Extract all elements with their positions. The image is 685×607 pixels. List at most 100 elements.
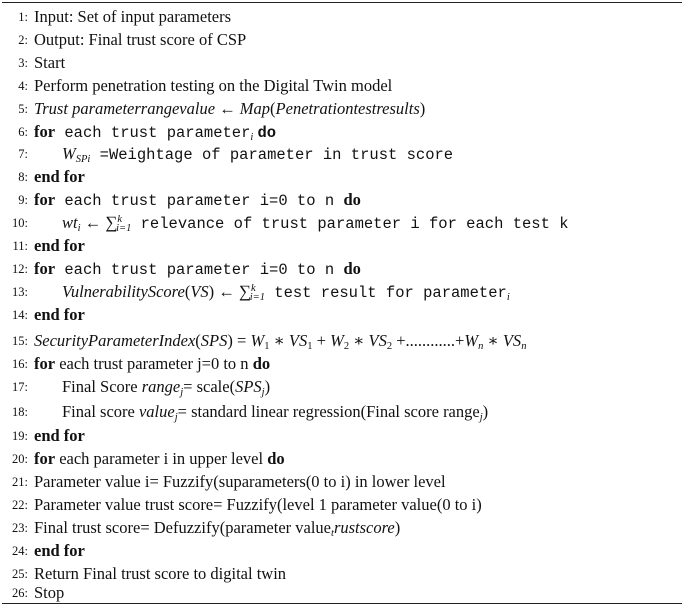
keyword-do: do: [267, 449, 285, 468]
line-text: Return Final trust score to digital twin: [34, 564, 287, 583]
line-text: Input: Set of input parameters: [34, 7, 232, 26]
keyword-end-for: end for: [34, 541, 85, 560]
line-number: 13:: [12, 284, 28, 299]
formula-text: test result for parameter: [264, 283, 507, 302]
formula-variable: range: [141, 377, 181, 396]
subscript: i: [506, 291, 510, 303]
line-number: 26:: [12, 586, 28, 600]
sum-lower-limit: i=1: [116, 223, 132, 235]
formula-text: = scale(: [183, 377, 236, 396]
weight-term: W: [250, 331, 265, 350]
line-text: Parameter value trust score= Fuzzify(lev…: [34, 495, 482, 514]
sum-lower-limit: i=1: [249, 291, 265, 303]
formula-lhs: Trust parameterrangevalue: [34, 98, 216, 118]
keyword-for: for: [34, 449, 56, 468]
line-loop: for each trust parameter j=0 to n do: [34, 352, 270, 376]
formula-text: ): [264, 377, 271, 396]
line-formula: Trust parameterrangevalue ← Map(Penetrat…: [34, 98, 426, 118]
formula-variable: wt: [62, 213, 78, 233]
formula-argument: Penetrationtestresults: [275, 98, 420, 118]
weight-term: W: [464, 331, 479, 350]
line-text: Perform penetration testing on the Digit…: [34, 75, 393, 95]
keyword-do: do: [257, 123, 277, 142]
line-number: 24:: [12, 544, 28, 558]
line-number: 12:: [12, 261, 28, 276]
subscript: n: [521, 341, 527, 352]
line-number: 19:: [12, 429, 28, 443]
formula-text: ): [482, 402, 489, 421]
formula-text: Final Score: [62, 377, 142, 396]
line-text: Start: [34, 52, 66, 72]
equals-sign: =: [237, 331, 247, 350]
subscript: t: [331, 528, 334, 539]
assign-arrow: ←: [84, 213, 102, 233]
ellipsis-terms: +............+: [396, 331, 465, 350]
formula-text: =Weightage of parameter in trust score: [90, 146, 454, 165]
formula-text: Final trust score= Defuzzify(parameter v…: [34, 518, 332, 537]
line-number: 25:: [12, 567, 28, 581]
line-formula: VulnerabilityScore(VS) ← ∑ki=1 test resu…: [62, 281, 510, 303]
subscript: 1: [307, 341, 313, 352]
line-formula: Final trust score= Defuzzify(parameter v…: [34, 516, 400, 540]
formula-argument: VS: [190, 281, 209, 301]
formula-text: = standard linear regression(Final score…: [177, 402, 480, 421]
line-number: 15:: [12, 334, 28, 348]
line-formula: wti ← ∑ki=1 relevance of trust parameter…: [62, 211, 569, 236]
subscript: j: [180, 387, 184, 398]
line-number: 16:: [12, 357, 28, 371]
formula-variable: rustscore: [333, 518, 395, 537]
sum-operator: ∑: [105, 213, 118, 233]
line-number: 1:: [18, 10, 28, 24]
subscript: 2: [386, 341, 393, 352]
formula-lhs: VulnerabilityScore: [62, 281, 185, 301]
line-text: Parameter value i= Fuzzify(suparameters(…: [34, 472, 446, 491]
line-number: 18:: [12, 405, 28, 419]
keyword-for: for: [34, 121, 56, 141]
line-loop: for each trust parameter i=0 to n do: [34, 188, 361, 213]
line-number: 8:: [18, 170, 28, 185]
line-formula: Final score value j= standard linear regr…: [62, 400, 488, 424]
line-formula: WSPi =Weightage of parameter in trust sc…: [62, 142, 453, 167]
line-loop: for each parameter i in upper level do: [34, 447, 285, 471]
line-number: 6:: [18, 124, 28, 139]
multiply-operator: ∗: [353, 331, 365, 350]
loop-text: each trust parameter: [55, 123, 251, 142]
keyword-do: do: [343, 258, 361, 278]
subscript: n: [478, 341, 484, 352]
subscript: i: [77, 223, 81, 235]
line-number: 4:: [18, 78, 28, 93]
keyword-end-for: end for: [34, 304, 85, 324]
keyword-do: do: [252, 354, 271, 373]
formula-function: Map: [239, 98, 271, 118]
sum-operator: ∑: [238, 281, 252, 301]
sum-upper-limit: k: [251, 282, 256, 294]
sum-upper-limit: k: [117, 214, 123, 226]
line-number: 20:: [12, 452, 28, 466]
line-number: 23:: [12, 521, 28, 535]
line-number: 5:: [18, 101, 28, 116]
subscript: j: [479, 412, 483, 423]
line-number: 9:: [18, 193, 28, 208]
line-number: 10:: [12, 216, 28, 231]
line-text: Output: Final trust score of CSP: [34, 29, 247, 49]
line-number: 21:: [12, 475, 28, 489]
line-loop: for each trust parameteri do: [34, 120, 276, 145]
vs-term: VS: [288, 331, 308, 350]
formula-lhs: SecurityParameterIndex: [34, 331, 196, 350]
assign-arrow: ←: [218, 281, 235, 301]
keyword-end-for: end for: [34, 167, 85, 187]
keyword-for: for: [34, 258, 56, 278]
line-number: 14:: [12, 307, 28, 322]
multiply-operator: ∗: [487, 331, 499, 350]
formula-variable: SPS: [235, 377, 262, 396]
formula-variable: value: [138, 402, 175, 421]
plus-operator: +: [316, 331, 326, 350]
subscript: i: [250, 131, 254, 143]
formula-text: Final score: [62, 402, 139, 421]
keyword-for: for: [34, 190, 56, 210]
formula-argument: SPS: [200, 331, 228, 350]
line-number: 11:: [12, 239, 28, 253]
vs-term: VS: [368, 331, 387, 350]
loop-text: each trust parameter i=0 to n: [55, 260, 344, 279]
formula-variable: W: [62, 144, 76, 164]
